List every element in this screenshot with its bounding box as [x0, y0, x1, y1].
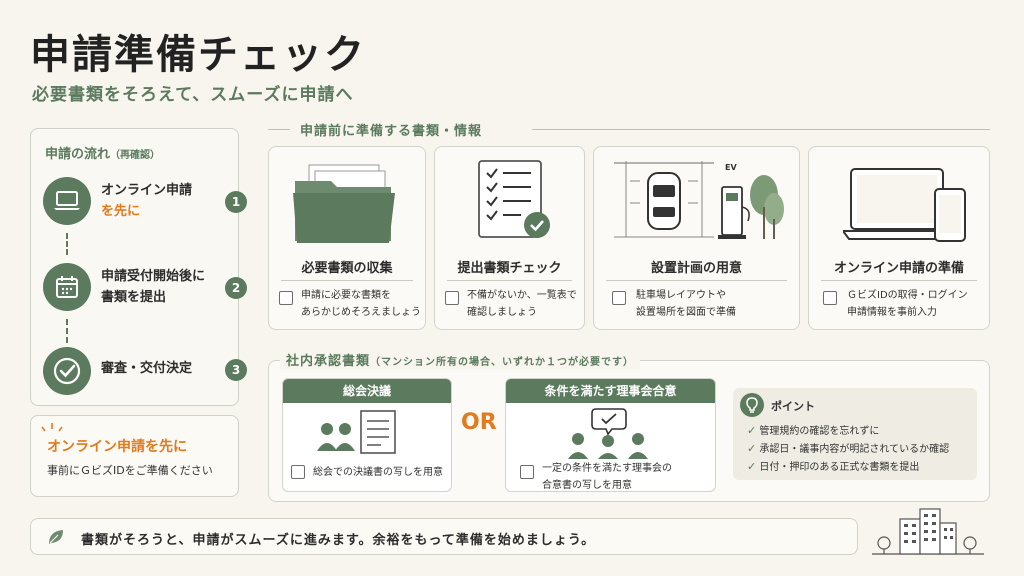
approval-heading: 社内承認書類（マンション所有の場合、いずれか１つが必要です） — [280, 350, 641, 369]
card-rule — [821, 280, 977, 281]
card-rule — [447, 280, 572, 281]
prep-card-checklist: 提出書類チェック 不備がないか、一覧表で 確認しましょう — [434, 146, 585, 330]
check-icon: ✓ — [747, 424, 757, 437]
step-number-1: 1 — [225, 191, 247, 213]
section-rule — [268, 129, 290, 130]
leaf-icon — [47, 528, 65, 550]
online-first-heading: オンライン申請を先に — [47, 439, 187, 455]
step-number-2: 2 — [225, 277, 247, 299]
step-1-text: オンライン申請 を先に — [101, 183, 193, 219]
footer-message-bar: 書類がそろうと、申請がスムーズに進みます。余裕をもって準備を始めましょう。 — [30, 518, 858, 555]
ev-charger-icon — [610, 157, 786, 249]
checklist-icon — [475, 159, 555, 247]
point-title: ポイント — [771, 400, 815, 413]
point-item: ✓ 管理規約の確認を忘れずに — [747, 424, 880, 437]
checkbox[interactable] — [612, 291, 626, 305]
card-rule — [281, 280, 413, 281]
lightbulb-icon — [739, 392, 765, 422]
section-rule — [532, 129, 990, 130]
card-title: 提出書類チェック — [457, 261, 562, 276]
check-circle-icon — [43, 347, 91, 395]
checkbox[interactable] — [823, 291, 837, 305]
page-subtitle: 必要書類をそろえて、スムーズに申請へ — [32, 85, 354, 105]
point-item: ✓ 承認日・議事内容が明記されているか確認 — [747, 442, 950, 455]
point-item: ✓ 日付・押印のある正式な書類を提出 — [747, 460, 920, 473]
card-text: ＧビズIDの取得・ログイン 申請情報を事前入力 — [847, 290, 968, 318]
flow-title: 申請の流れ（再確認） — [45, 147, 161, 162]
application-flow-card: 申請の流れ（再確認） オンライン申請 を先に 1 申請受付開始後に 書類を提出 … — [30, 128, 247, 406]
ev-badge: EV — [725, 163, 737, 172]
calendar-icon — [43, 263, 91, 311]
prep-section-heading: 申請前に準備する書類・情報 — [300, 124, 483, 139]
option-title: 総会決議 — [283, 379, 451, 403]
card-text: 申請に必要な書類を あらかじめそろえましょう — [301, 290, 421, 318]
check-icon: ✓ — [747, 460, 757, 473]
card-text: 駐車場レイアウトや 設置場所を図面で準備 — [636, 290, 736, 318]
option-title: 条件を満たす理事会合意 — [506, 379, 715, 403]
option-general-meeting: 総会決議 総会での決議書の写しを用意 — [282, 378, 452, 492]
flow-connector — [66, 233, 68, 255]
checkbox[interactable] — [279, 291, 293, 305]
or-label: OR — [461, 410, 497, 435]
card-text: 不備がないか、一覧表で 確認しましょう — [467, 290, 577, 318]
option-board-agreement: 条件を満たす理事会合意 一定の条件を満たす理事会の 合意書の写しを用意 — [505, 378, 716, 492]
card-rule — [606, 280, 787, 281]
checkbox[interactable] — [520, 465, 534, 479]
checkbox[interactable] — [291, 465, 305, 479]
option-text: 一定の条件を満たす理事会の 合意書の写しを用意 — [542, 463, 672, 491]
card-title: 必要書類の収集 — [301, 261, 393, 276]
step-number-3: 3 — [225, 359, 247, 381]
prep-card-plan: EV 設置計画の用意 駐車場レイアウトや 設置場所を図面で準備 — [593, 146, 800, 330]
point-box: ポイント ✓ 管理規約の確認を忘れずに ✓ 承認日・議事内容が明記されているか確… — [733, 388, 977, 480]
meeting-document-icon — [317, 409, 401, 461]
checkbox[interactable] — [445, 291, 459, 305]
option-text: 総会での決議書の写しを用意 — [313, 467, 443, 478]
step-3-text: 審査・交付決定 — [101, 361, 193, 376]
spark-icon — [41, 420, 63, 439]
card-title: 設置計画の用意 — [650, 261, 742, 276]
card-title: オンライン申請の準備 — [833, 261, 964, 276]
building-icon — [872, 505, 984, 561]
footer-text: 書類がそろうと、申請がスムーズに進みます。余裕をもって準備を始めましょう。 — [81, 533, 596, 548]
flow-connector — [66, 319, 68, 343]
prep-card-documents: 必要書類の収集 申請に必要な書類を あらかじめそろえましょう — [268, 146, 426, 330]
page-title: 申請準備チェック — [30, 32, 366, 78]
devices-icon — [841, 167, 973, 251]
online-first-text: 事前にＧビズIDをご準備ください — [47, 464, 213, 477]
check-icon: ✓ — [747, 442, 757, 455]
board-members-icon — [566, 407, 650, 463]
folder-icon — [291, 161, 405, 249]
laptop-icon — [43, 177, 91, 225]
online-first-card: オンライン申請を先に 事前にＧビズIDをご準備ください — [30, 415, 239, 497]
prep-card-online: オンライン申請の準備 ＧビズIDの取得・ログイン 申請情報を事前入力 — [808, 146, 990, 330]
step-2-text: 申請受付開始後に 書類を提出 — [101, 269, 206, 305]
